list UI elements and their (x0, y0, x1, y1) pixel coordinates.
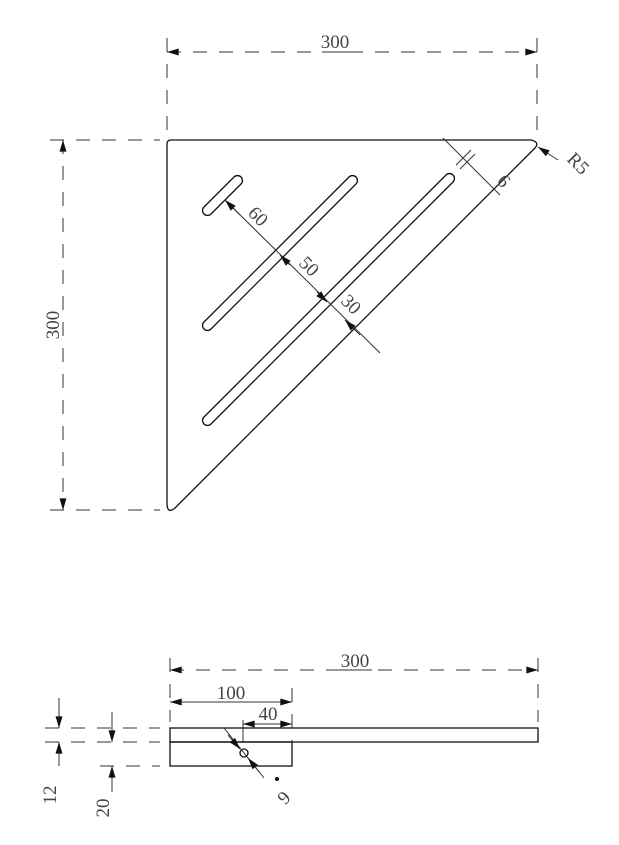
arrow (224, 199, 241, 216)
radius-leader (537, 146, 559, 161)
length-label: 300 (341, 651, 370, 672)
shelf-outline (166, 139, 538, 512)
mounting-block (169, 741, 293, 767)
arrow (247, 757, 261, 774)
slot-long (201, 172, 456, 427)
arrow (279, 254, 291, 266)
width-label: 300 (321, 32, 350, 53)
arrow (344, 319, 361, 336)
edge-offset-label: 6 (492, 171, 514, 193)
shelf-plate (169, 727, 539, 743)
side-view: 300 100 40 6 12 20 (40, 651, 539, 818)
tick-mark (459, 153, 476, 170)
hole-offset-label: 40 (259, 704, 278, 725)
arrow (227, 734, 241, 750)
edge-offset-dimension-line (442, 137, 501, 196)
tick-mark (455, 149, 472, 166)
top-view: 300 300 R5 6 60 50 30 (43, 32, 593, 512)
arrow (316, 291, 328, 303)
radius-label: R5 (562, 149, 593, 180)
block-length-label: 100 (217, 683, 246, 704)
slot-middle (201, 174, 359, 332)
screw-hole (239, 748, 249, 758)
hole-diameter-label: 6 (273, 786, 295, 808)
slot-short (201, 174, 244, 217)
slot-spacing-60-label: 60 (243, 203, 271, 231)
height-label: 300 (43, 311, 64, 340)
block-height-label: 20 (93, 799, 114, 818)
diameter-symbol-dot (275, 777, 279, 781)
slot-spacing-50-label: 50 (294, 253, 322, 281)
thickness-label: 12 (40, 786, 61, 805)
